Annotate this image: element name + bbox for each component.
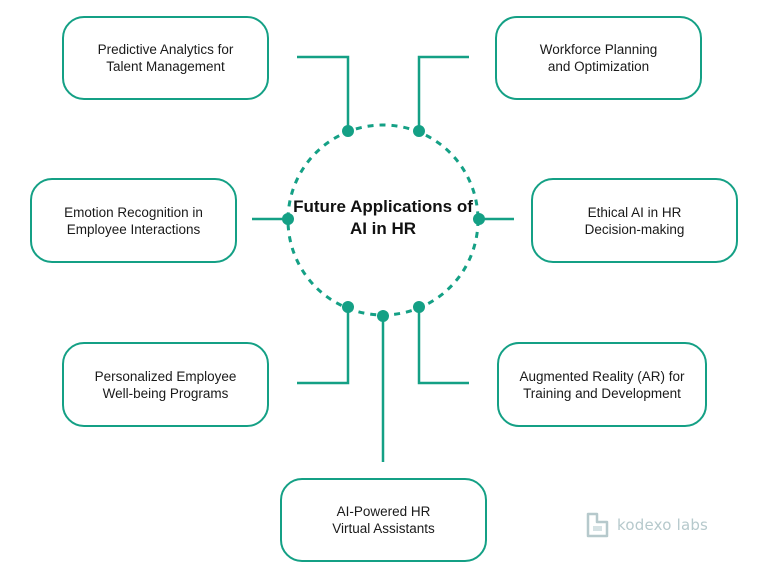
box-ar-line1: Augmented Reality (AR) for [519, 368, 685, 384]
node-ethical [473, 213, 485, 225]
box-assistants-line2: Virtual Assistants [332, 521, 435, 536]
box-predictive-line1: Predictive Analytics for [97, 42, 234, 57]
box-augmented-reality: Augmented Reality (AR) for Training and … [497, 342, 707, 427]
node-assistants [377, 310, 389, 322]
box-predictive-analytics: Predictive Analytics for Talent Manageme… [62, 16, 269, 100]
box-workforce-planning: Workforce Planning and Optimization [495, 16, 702, 100]
box-wellbeing-programs: Personalized Employee Well-being Program… [62, 342, 269, 427]
node-workforce [413, 125, 425, 137]
box-wellbeing-line2: Well-being Programs [102, 385, 229, 401]
connector-predictive [297, 55, 350, 130]
box-wellbeing-line1: Personalized Employee [94, 368, 237, 384]
box-emotion-line1: Emotion Recognition in [64, 204, 203, 220]
node-wellbeing [342, 301, 354, 313]
box-ethical-ai: Ethical AI in HR Decision-making [531, 178, 738, 263]
box-emotion-recognition: Emotion Recognition in Employee Interact… [30, 178, 237, 263]
kodexo-logo-text: kodexo labs [617, 516, 709, 534]
box-workforce-line2: and Optimization [547, 59, 650, 74]
connector-workforce [417, 55, 469, 130]
connector-wellbeing [297, 307, 350, 385]
box-ar-line2: Training and Development [523, 385, 681, 401]
box-virtual-assistants: AI-Powered HR Virtual Assistants [280, 478, 487, 562]
box-ethical-line2: Decision-making [584, 221, 685, 237]
node-ar [413, 301, 425, 313]
box-assistants-line1: AI-Powered HR [336, 504, 431, 519]
box-ethical-line1: Ethical AI in HR [587, 204, 682, 220]
node-predictive [342, 125, 354, 137]
box-workforce-line1: Workforce Planning [539, 42, 658, 57]
center-title-line2: of AI in HR [349, 197, 473, 238]
box-predictive-line2: Talent Management [106, 59, 225, 74]
node-emotion [282, 213, 294, 225]
center-title-line1: Future Applications [293, 197, 453, 216]
center-title: Future Applications of AI in HR [288, 196, 478, 240]
kodexo-logo-icon [586, 512, 609, 538]
kodexo-logo: kodexo labs [585, 512, 708, 538]
box-emotion-line2: Employee Interactions [66, 221, 201, 237]
connector-ar [417, 307, 469, 385]
